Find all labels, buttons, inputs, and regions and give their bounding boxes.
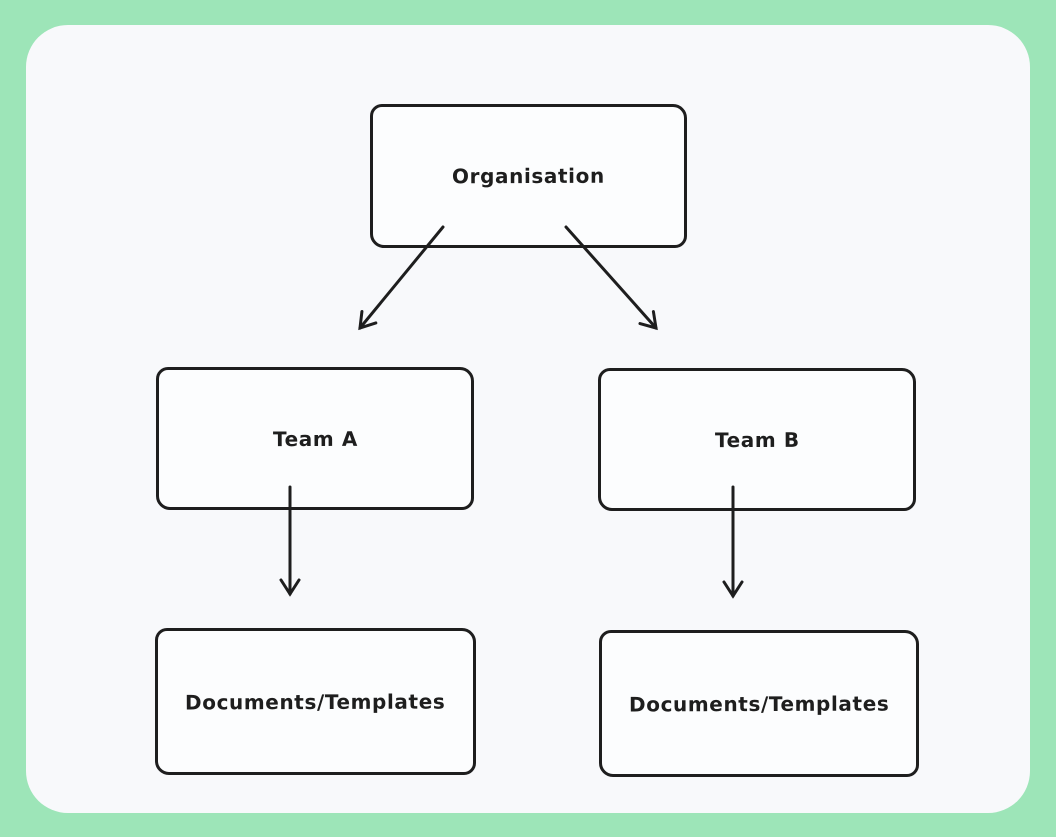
node-documents-templates-b[interactable]: Documents/Templates — [599, 630, 919, 777]
whiteboard-canvas[interactable]: Organisation Team A Team B Documents/Tem… — [26, 25, 1030, 813]
edge-organisation-team-b[interactable] — [564, 225, 658, 331]
node-team-b-label: Team B — [714, 427, 800, 452]
node-documents-templates-a[interactable]: Documents/Templates — [155, 628, 476, 775]
node-documents-templates-a-label: Documents/Templates — [185, 689, 446, 714]
node-organisation-label: Organisation — [452, 163, 605, 189]
node-team-a-label: Team A — [272, 426, 358, 451]
edge-organisation-team-a[interactable] — [358, 225, 445, 331]
node-documents-templates-b-label: Documents/Templates — [628, 691, 890, 716]
node-organisation[interactable]: Organisation — [370, 104, 687, 248]
node-team-b[interactable]: Team B — [598, 368, 916, 511]
node-team-a[interactable]: Team A — [156, 367, 474, 510]
